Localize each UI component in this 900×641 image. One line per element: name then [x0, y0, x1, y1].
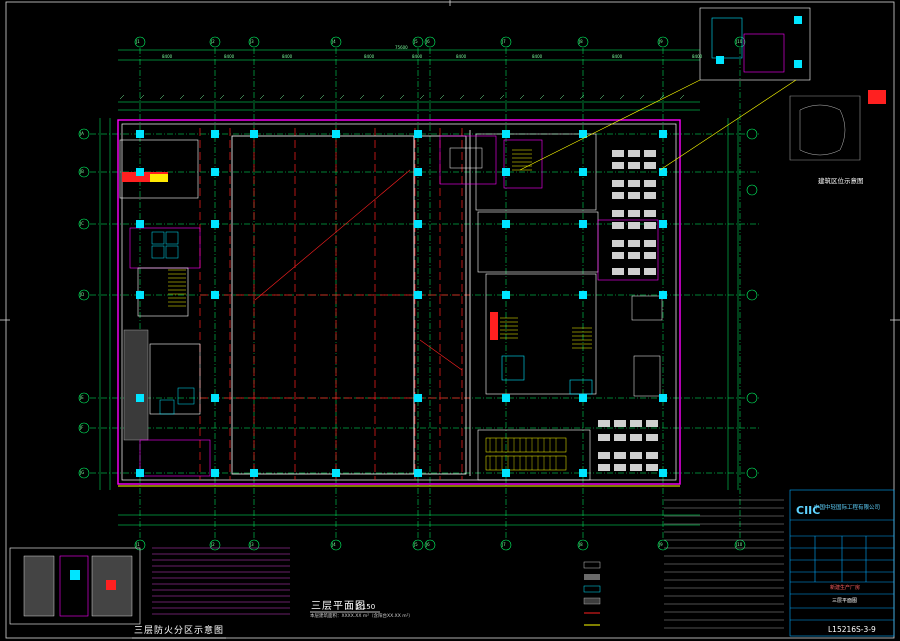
fire-notes — [152, 547, 290, 615]
grid-col-label: J7 — [502, 39, 506, 44]
structural-columns — [136, 130, 667, 477]
dimension-value: 8400 — [162, 54, 173, 59]
grid-col-label: J6 — [426, 39, 430, 44]
dimension-value: 8400 — [692, 54, 703, 59]
grid-row-label: JG — [80, 470, 85, 475]
dimension-value: 8400 — [412, 54, 423, 59]
grid-row-label: JD — [80, 292, 85, 297]
dimension-value: 8400 — [612, 54, 623, 59]
grid-col-label: J3 — [250, 542, 254, 547]
drawing-name: 三层平面图 — [832, 598, 858, 604]
left-stair — [168, 269, 186, 307]
building-boundary — [117, 119, 681, 487]
project-name: 新建生产厂房 — [830, 585, 861, 591]
grid-col-label: J10 — [736, 39, 743, 44]
escalator-hatch — [489, 438, 557, 470]
meeting-tables — [449, 147, 663, 397]
grid-col-label: J2 — [211, 39, 215, 44]
grid-bubbles-sides — [78, 128, 758, 479]
grid-col-label: J1 — [136, 542, 140, 547]
dimension-value: 8400 — [224, 54, 235, 59]
grid-row-label: JA — [80, 131, 84, 136]
dimension-value: 8400 — [532, 54, 543, 59]
grid-row-label: JE — [80, 395, 84, 400]
right-service-block — [475, 133, 599, 481]
title-block — [789, 489, 895, 637]
plan-title: 三层平面图 — [311, 601, 366, 612]
fire-zone-title: 三层防火分区示意图 — [134, 626, 225, 636]
dimension-value: 8400 — [282, 54, 293, 59]
dimension-value: 8400 — [364, 54, 375, 59]
right-stairs — [500, 149, 592, 349]
drawing-number: L15216S-3-9 — [828, 625, 876, 634]
grid-row-label: JC — [80, 221, 84, 226]
grid-bubbles-top — [134, 36, 746, 48]
grid-col-label: J7 — [502, 542, 506, 547]
right-room-outlines — [439, 135, 659, 281]
grid-col-label: J9 — [659, 542, 663, 547]
general-notes — [664, 499, 784, 629]
grid-col-label: J1 — [136, 39, 140, 44]
grid-col-label: J10 — [736, 542, 743, 547]
central-hall-walls — [231, 130, 471, 476]
desk-clusters — [598, 150, 658, 471]
dimension-lines — [99, 49, 739, 526]
left-details — [151, 231, 195, 415]
diagonal-markers — [254, 169, 463, 371]
plan-scale: 1:150 — [355, 603, 376, 611]
firm-logo: CIIC — [796, 504, 820, 517]
grid-col-label: J8 — [579, 39, 583, 44]
legend — [583, 561, 601, 626]
grid-col-label: J6 — [426, 542, 430, 547]
dimension-ticks — [119, 94, 685, 100]
grid-row-label: JF — [80, 425, 84, 430]
grid-col-label: J9 — [659, 39, 663, 44]
grid-col-label: J4 — [332, 542, 336, 547]
left-service-core — [119, 139, 211, 477]
grid-col-label: J8 — [579, 542, 583, 547]
grid-col-label: J2 — [211, 542, 215, 547]
svg-text:CIIC: CIIC — [796, 504, 820, 517]
grid-col-label: J5 — [414, 542, 418, 547]
firm-name: 中国中轻国际工程有限公司 — [814, 505, 881, 511]
dimension-value: 8400 — [456, 54, 467, 59]
grid-row-label: JB — [80, 169, 84, 174]
fire-separation-lines — [199, 128, 470, 480]
grid-col-label: J4 — [332, 39, 336, 44]
grid-bubbles-bottom — [134, 539, 746, 551]
key-plan-title: 建筑区位示意图 — [818, 177, 864, 185]
plan-subtitle: 本层建筑面积：XXXX.XX m²（含阳台XX.XX m²） — [310, 614, 413, 619]
grid-col-label: J3 — [250, 39, 254, 44]
overall-dimension: 75600 — [395, 45, 408, 50]
key-plan — [519, 7, 886, 171]
grid-col-label: J5 — [414, 39, 418, 44]
fire-zone-plan — [9, 547, 141, 625]
